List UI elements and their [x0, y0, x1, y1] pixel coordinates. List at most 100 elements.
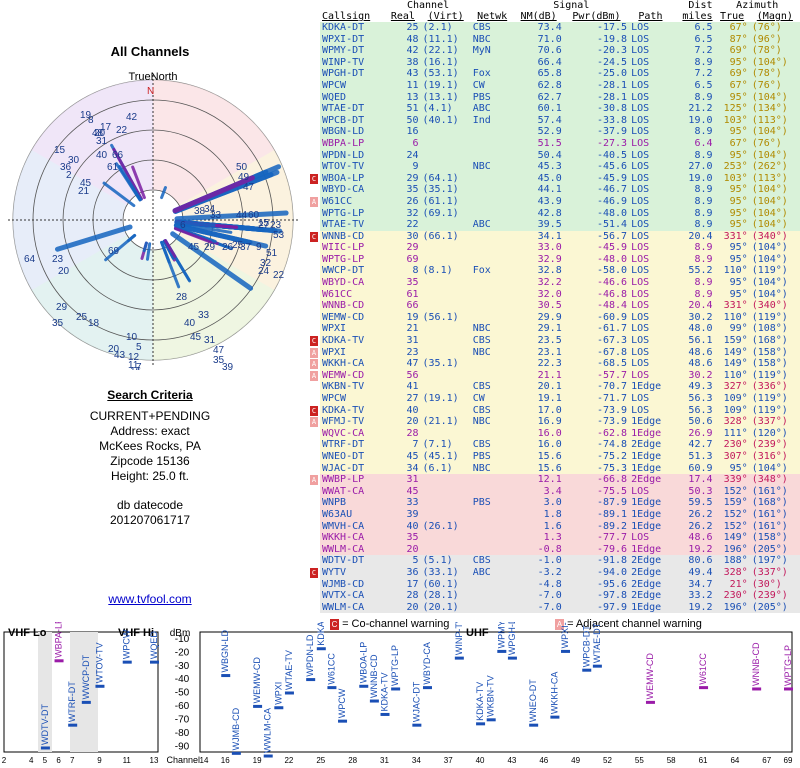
signal-marker [81, 700, 91, 704]
nm-cell: 16.0 [513, 439, 564, 451]
magn-azimuth-cell: (78°) [749, 68, 800, 80]
nm-cell: -4.8 [513, 578, 564, 591]
dist-cell: 49.4 [671, 566, 715, 579]
uhf-channel-tick: 25 [316, 756, 325, 765]
signal-marker [645, 700, 655, 704]
dist-cell: 6.5 [671, 79, 715, 92]
station-band-label: WPCB-DT [581, 625, 591, 667]
network-cell: ABC [470, 103, 514, 115]
vhf-channel-tick: 2 [2, 756, 7, 765]
dist-cell: 17.4 [671, 474, 715, 486]
tvfool-link[interactable]: www.tvfool.com [108, 592, 192, 606]
station-ray [131, 187, 142, 202]
path-cell: LOS [629, 45, 672, 57]
adjacent-icon: A [555, 619, 564, 630]
warning-cell [310, 520, 320, 533]
nm-cell: -1.0 [513, 555, 564, 567]
signal-marker [338, 719, 348, 723]
virt-cell: (19.1) [420, 79, 471, 92]
uhf-channel-tick: 55 [635, 756, 644, 765]
nm-cell: 23.5 [513, 335, 564, 347]
dist-cell: 8.9 [671, 207, 715, 220]
virt-cell: (45.1) [420, 450, 471, 463]
station-band-label: WPXI [273, 682, 283, 705]
warning-cell [310, 532, 320, 544]
true-azimuth-cell: 69° [714, 68, 750, 80]
real-cell: 16 [385, 126, 421, 138]
warning-cell [310, 427, 320, 440]
signal-marker [561, 649, 571, 653]
callsign-cell: KDKA-TV [320, 404, 386, 417]
warning-cell [310, 22, 320, 34]
warning-cell: C [310, 335, 320, 347]
real-cell: 26 [385, 195, 421, 208]
uhf-plot-frame [199, 631, 793, 753]
nm-cell: 32.8 [513, 265, 564, 278]
channel-label: 45 [80, 178, 92, 189]
channel-label: 34 [204, 204, 216, 215]
network-cell: CBS [470, 381, 514, 393]
pwr-cell: -62.8 [563, 427, 630, 440]
network-cell [470, 288, 514, 301]
nm-cell: 60.1 [513, 103, 564, 115]
station-band-label: WPTG-LP [783, 645, 793, 686]
datecode-label: db datecode [116, 498, 184, 512]
path-cell: LOS [629, 230, 672, 243]
path-cell: LOS [629, 532, 672, 544]
callsign-cell: WBYD-CA [320, 277, 386, 289]
cochannel-legend-text: = Co-channel warning [342, 618, 450, 630]
real-cell: 41 [385, 381, 421, 393]
